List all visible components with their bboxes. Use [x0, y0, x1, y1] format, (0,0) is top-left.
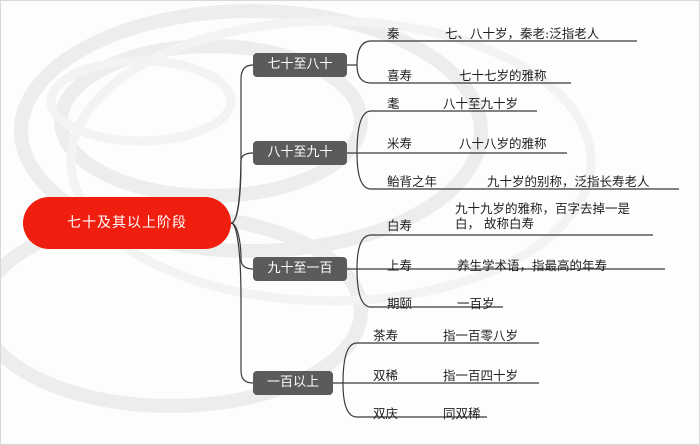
edge-root-branch-1 — [230, 64, 254, 224]
root-node[interactable]: 七十及其以上阶段 — [23, 197, 231, 249]
leaf-desc: 九十九岁的雅称，百字去掉一是白， 故称白寿 — [455, 201, 631, 231]
leaf-term: 茶寿 — [373, 328, 399, 343]
leaf-term: 期颐 — [387, 296, 413, 311]
leaf-desc: 同双稀 — [443, 406, 481, 421]
leaf-term: 耄 — [387, 96, 400, 111]
leaf-term: 喜寿 — [387, 68, 413, 83]
edge-root-branch-4 — [230, 222, 254, 384]
branch-node-90-100[interactable]: 九十至一百 — [253, 257, 347, 281]
leaf-term: 鲐背之年 — [387, 174, 438, 189]
leaf-term: 秦 — [387, 26, 400, 41]
leaf-term: 上寿 — [387, 258, 413, 273]
leaf-desc: 指一百零八岁 — [443, 328, 519, 343]
branch-node-100-plus[interactable]: 一百以上 — [253, 371, 333, 395]
leaf-desc: 一百岁 — [457, 296, 495, 311]
leaf-desc: 八十八岁的雅称 — [459, 136, 547, 151]
leaf-desc: 七、八十岁，秦老:泛指老人 — [445, 26, 600, 41]
leaf-term: 白寿 — [387, 218, 413, 233]
leaf-desc: 七十七岁的雅称 — [459, 68, 547, 83]
branch-node-80-90[interactable]: 八十至九十 — [253, 141, 347, 165]
leaf-term: 双庆 — [373, 406, 399, 421]
leaf-desc: 九十岁的别称，泛指长寿老人 — [487, 174, 650, 189]
edge-root-branch-2 — [230, 152, 254, 224]
edge-root-branch-3 — [230, 222, 254, 270]
branch-node-70-80[interactable]: 七十至八十 — [253, 53, 347, 77]
leaf-desc: 八十至九十岁 — [443, 96, 519, 111]
leaf-term: 米寿 — [387, 136, 413, 151]
leaf-term: 双稀 — [373, 368, 399, 383]
leaf-desc: 养生学术语，指最高的年寿 — [457, 258, 608, 273]
leaf-desc: 指一百四十岁 — [443, 368, 519, 383]
